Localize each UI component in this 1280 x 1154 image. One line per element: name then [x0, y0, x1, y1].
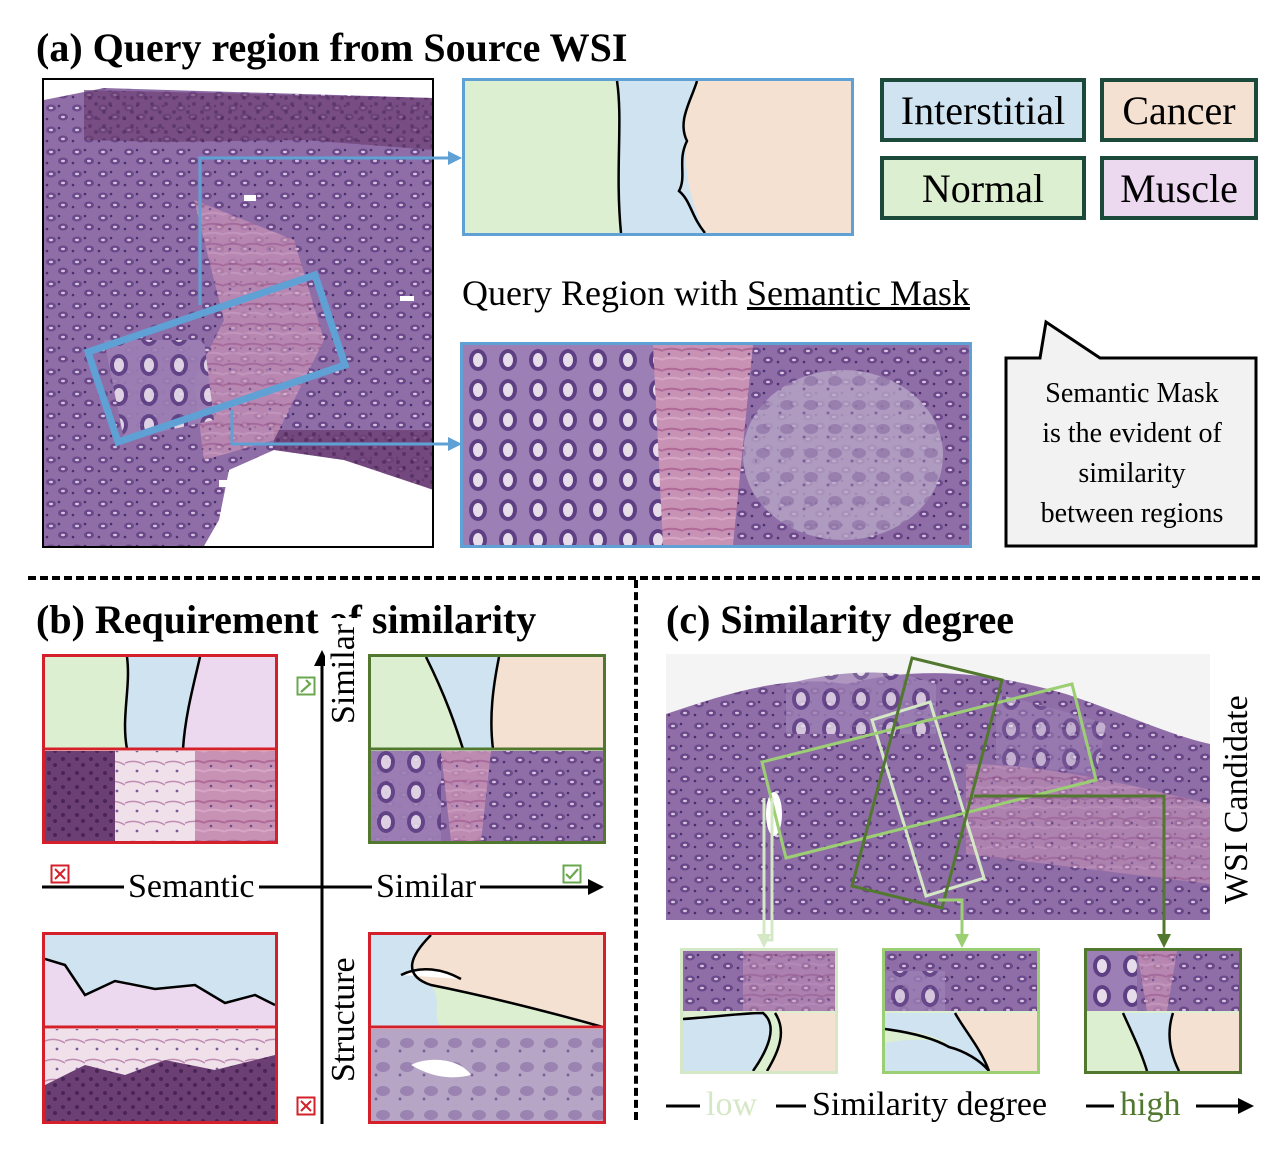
high-candidate-box: [850, 656, 1004, 910]
query-semantic-mask: [462, 78, 854, 236]
callout-line-4: between regions: [1040, 498, 1224, 529]
result-high: [1084, 948, 1242, 1074]
axis-mid-label: Similarity degree: [812, 1086, 1048, 1123]
section-a-title: (a) Query region from Source WSI: [36, 25, 628, 70]
query-caption: Query Region with Semantic Mask: [462, 272, 970, 314]
query-box-on-wsi: [83, 270, 350, 447]
quadrant-bottom-right: [368, 932, 606, 1124]
check-icon-vertical: [296, 676, 316, 696]
x-axis-arrow: [588, 879, 604, 895]
query-caption-prefix: Query Region with: [462, 273, 747, 313]
axis-high-label: high: [1120, 1086, 1181, 1123]
query-region-image: [460, 342, 972, 548]
x-axis-label-left: Semantic: [124, 868, 259, 906]
legend-interstitial: Interstitial: [880, 78, 1086, 142]
section-b-title: (b) Requirement of similarity: [36, 597, 537, 642]
vertical-divider: [634, 580, 638, 1120]
mid-candidate-box: [760, 682, 1098, 860]
callout-line-1: Semantic Mask: [1045, 378, 1219, 409]
section-c-title: (c) Similarity degree: [666, 597, 1015, 642]
cross-icon: [50, 864, 70, 884]
cross-icon-vertical: [296, 1096, 316, 1116]
callout-line-3: similarity: [1078, 458, 1186, 489]
legend-cancer: Cancer: [1100, 78, 1258, 142]
quadrant-bottom-left: [42, 932, 278, 1124]
callout-bubble: [1004, 319, 1258, 548]
check-icon: [562, 864, 582, 884]
quadrant-top-right: [368, 654, 606, 844]
callout-text: Semantic Mask is the evident of similari…: [1010, 374, 1254, 534]
callout-line-2: is the evident of: [1042, 418, 1222, 449]
query-caption-underlined: Semantic Mask: [746, 273, 970, 313]
low-candidate-box: [870, 700, 986, 898]
axis-low-label: low: [706, 1086, 757, 1123]
result-mid: [882, 948, 1040, 1074]
quadrant-top-left: [42, 654, 278, 844]
legend-normal: Normal: [880, 156, 1086, 220]
horizontal-divider: [28, 576, 1260, 580]
result-low: [680, 948, 838, 1074]
wsi-candidate-image: [666, 654, 1210, 920]
legend-muscle: Muscle: [1100, 156, 1258, 220]
x-axis-label-right: Similar: [372, 868, 481, 906]
